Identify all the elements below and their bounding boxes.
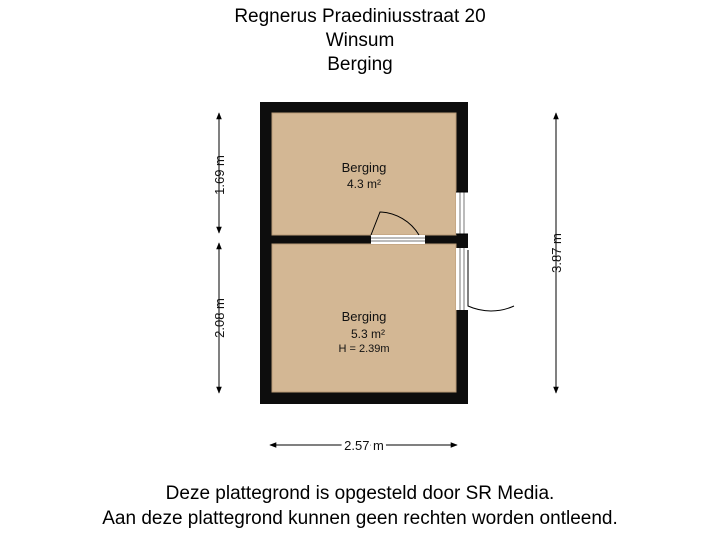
disclaimer: Deze plattegrond is opgesteld door SR Me… (0, 481, 720, 531)
room-lower-area: 5.3 m² (351, 327, 385, 341)
floorplan-title: Regnerus Praediniusstraat 20 Winsum Berg… (0, 5, 720, 77)
dimension-label-right: 3.87 m (549, 233, 564, 273)
city-line: Winsum (325, 30, 395, 51)
dimension-label-left-lower: 2.08 m (212, 298, 227, 338)
address-line: Regnerus Praediniusstraat 20 (234, 6, 486, 27)
room-lower-height: H = 2.39m (338, 343, 389, 355)
room-lower-shadow (271, 243, 457, 393)
floor-name-line: Berging (327, 54, 393, 75)
room-upper-shadow (271, 112, 457, 236)
dimension-label-left-upper: 1.69 m (212, 155, 227, 195)
dimension-label-bottom: 2.57 m (344, 438, 384, 453)
interior-door (370, 211, 425, 244)
room-upper-name: Berging (342, 160, 387, 175)
disclaimer-line-1: Deze plattegrond is opgesteld door SR Me… (165, 483, 555, 504)
room-upper-area: 4.3 m² (347, 177, 381, 191)
room-upper-floor (272, 113, 456, 235)
disclaimer-line-2: Aan deze plattegrond kunnen geen rechten… (102, 508, 618, 529)
window-right (456, 191, 468, 235)
room-lower-floor (272, 244, 456, 392)
room-lower-name: Berging (342, 309, 387, 324)
exterior-door (456, 248, 515, 312)
